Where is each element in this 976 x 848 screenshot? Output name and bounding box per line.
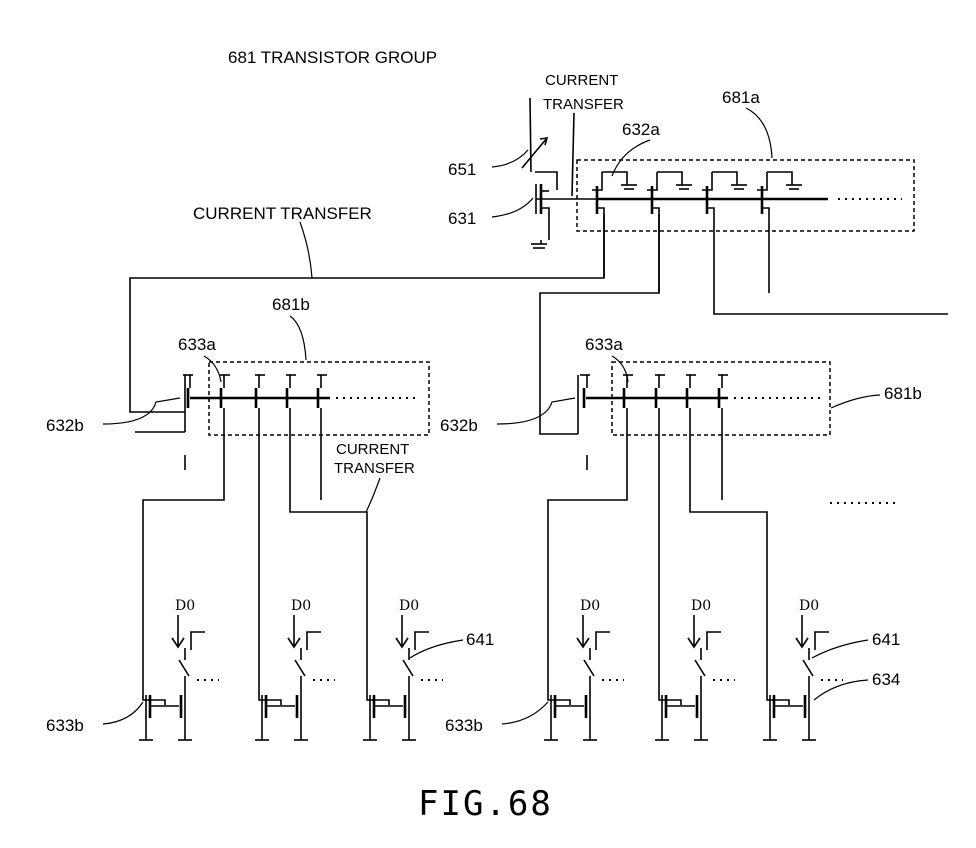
leader-632b-left [103, 398, 180, 424]
leader-681b-right [831, 395, 880, 408]
pulse-6 [815, 632, 829, 650]
d0-label-3: D0 [399, 598, 419, 614]
transistor-group-title: 681 TRANSISTOR GROUP [228, 48, 437, 67]
d0-label-2: D0 [291, 598, 311, 614]
switch-641-4 [584, 660, 594, 676]
label-641-mid: 641 [466, 630, 494, 649]
current-transfer-top-line1: CURRENT [545, 72, 618, 89]
figure-caption: FIG.68 [418, 784, 553, 824]
d0-label-4: D0 [580, 598, 600, 614]
pulse-4 [596, 632, 610, 650]
leader-651 [492, 150, 528, 167]
label-633b-left: 633b [46, 716, 84, 735]
leader-current-transfer-mid [366, 478, 380, 512]
current-transfer-top-line2: TRANSFER [543, 96, 624, 113]
current-transfer-mid-line1: CURRENT [336, 441, 409, 458]
label-681b-left: 681b [272, 295, 310, 314]
d0-label-1: D0 [175, 598, 195, 614]
leader-641-mid [410, 640, 463, 658]
leader-current-transfer-left [300, 222, 312, 278]
pulse-5 [707, 632, 721, 650]
pulse-2 [307, 632, 321, 650]
leader-632a [612, 140, 650, 176]
current-transfer-left-label: CURRENT TRANSFER [193, 204, 372, 223]
current-transfer-mid-line2: TRANSFER [334, 460, 415, 477]
pulse-3 [415, 632, 429, 650]
leader-632b-right [497, 398, 575, 424]
leader-634 [814, 680, 868, 700]
transistor-group-681a [577, 160, 914, 231]
leader-633a-right [612, 356, 628, 382]
leader-681b-left [290, 316, 306, 360]
leader-633b-left [103, 702, 143, 724]
label-632a: 632a [622, 120, 660, 139]
label-631: 631 [448, 209, 476, 228]
leader-633a-left [204, 356, 221, 382]
label-633b-right: 633b [445, 716, 483, 735]
label-651: 651 [448, 160, 476, 179]
switch-641-5 [695, 660, 705, 676]
reference-circuit-631 [522, 98, 598, 248]
label-633a-right: 633a [585, 335, 623, 354]
switch-641-3 [403, 660, 413, 676]
label-681b-right: 681b [884, 384, 922, 403]
switch-641-1 [179, 660, 189, 676]
leader-641-right [812, 640, 868, 658]
leader-631 [492, 198, 533, 217]
d0-label-6: D0 [799, 598, 819, 614]
switch-641-6 [803, 660, 813, 676]
pixel-circuits: D0 D0 D0 D0 D0 D0 [139, 598, 843, 740]
leader-633b-right [502, 702, 548, 724]
pulse-1 [191, 632, 205, 650]
d0-label-5: D0 [691, 598, 711, 614]
label-634: 634 [872, 670, 900, 689]
label-632b-left: 632b [46, 416, 84, 435]
leader-681a [746, 108, 772, 158]
label-632b-right: 632b [440, 416, 478, 435]
switch-641-2 [295, 660, 305, 676]
label-633a-left: 633a [178, 335, 216, 354]
label-641-right: 641 [872, 630, 900, 649]
transistors-681b-right [548, 375, 822, 690]
label-681a: 681a [722, 88, 760, 107]
